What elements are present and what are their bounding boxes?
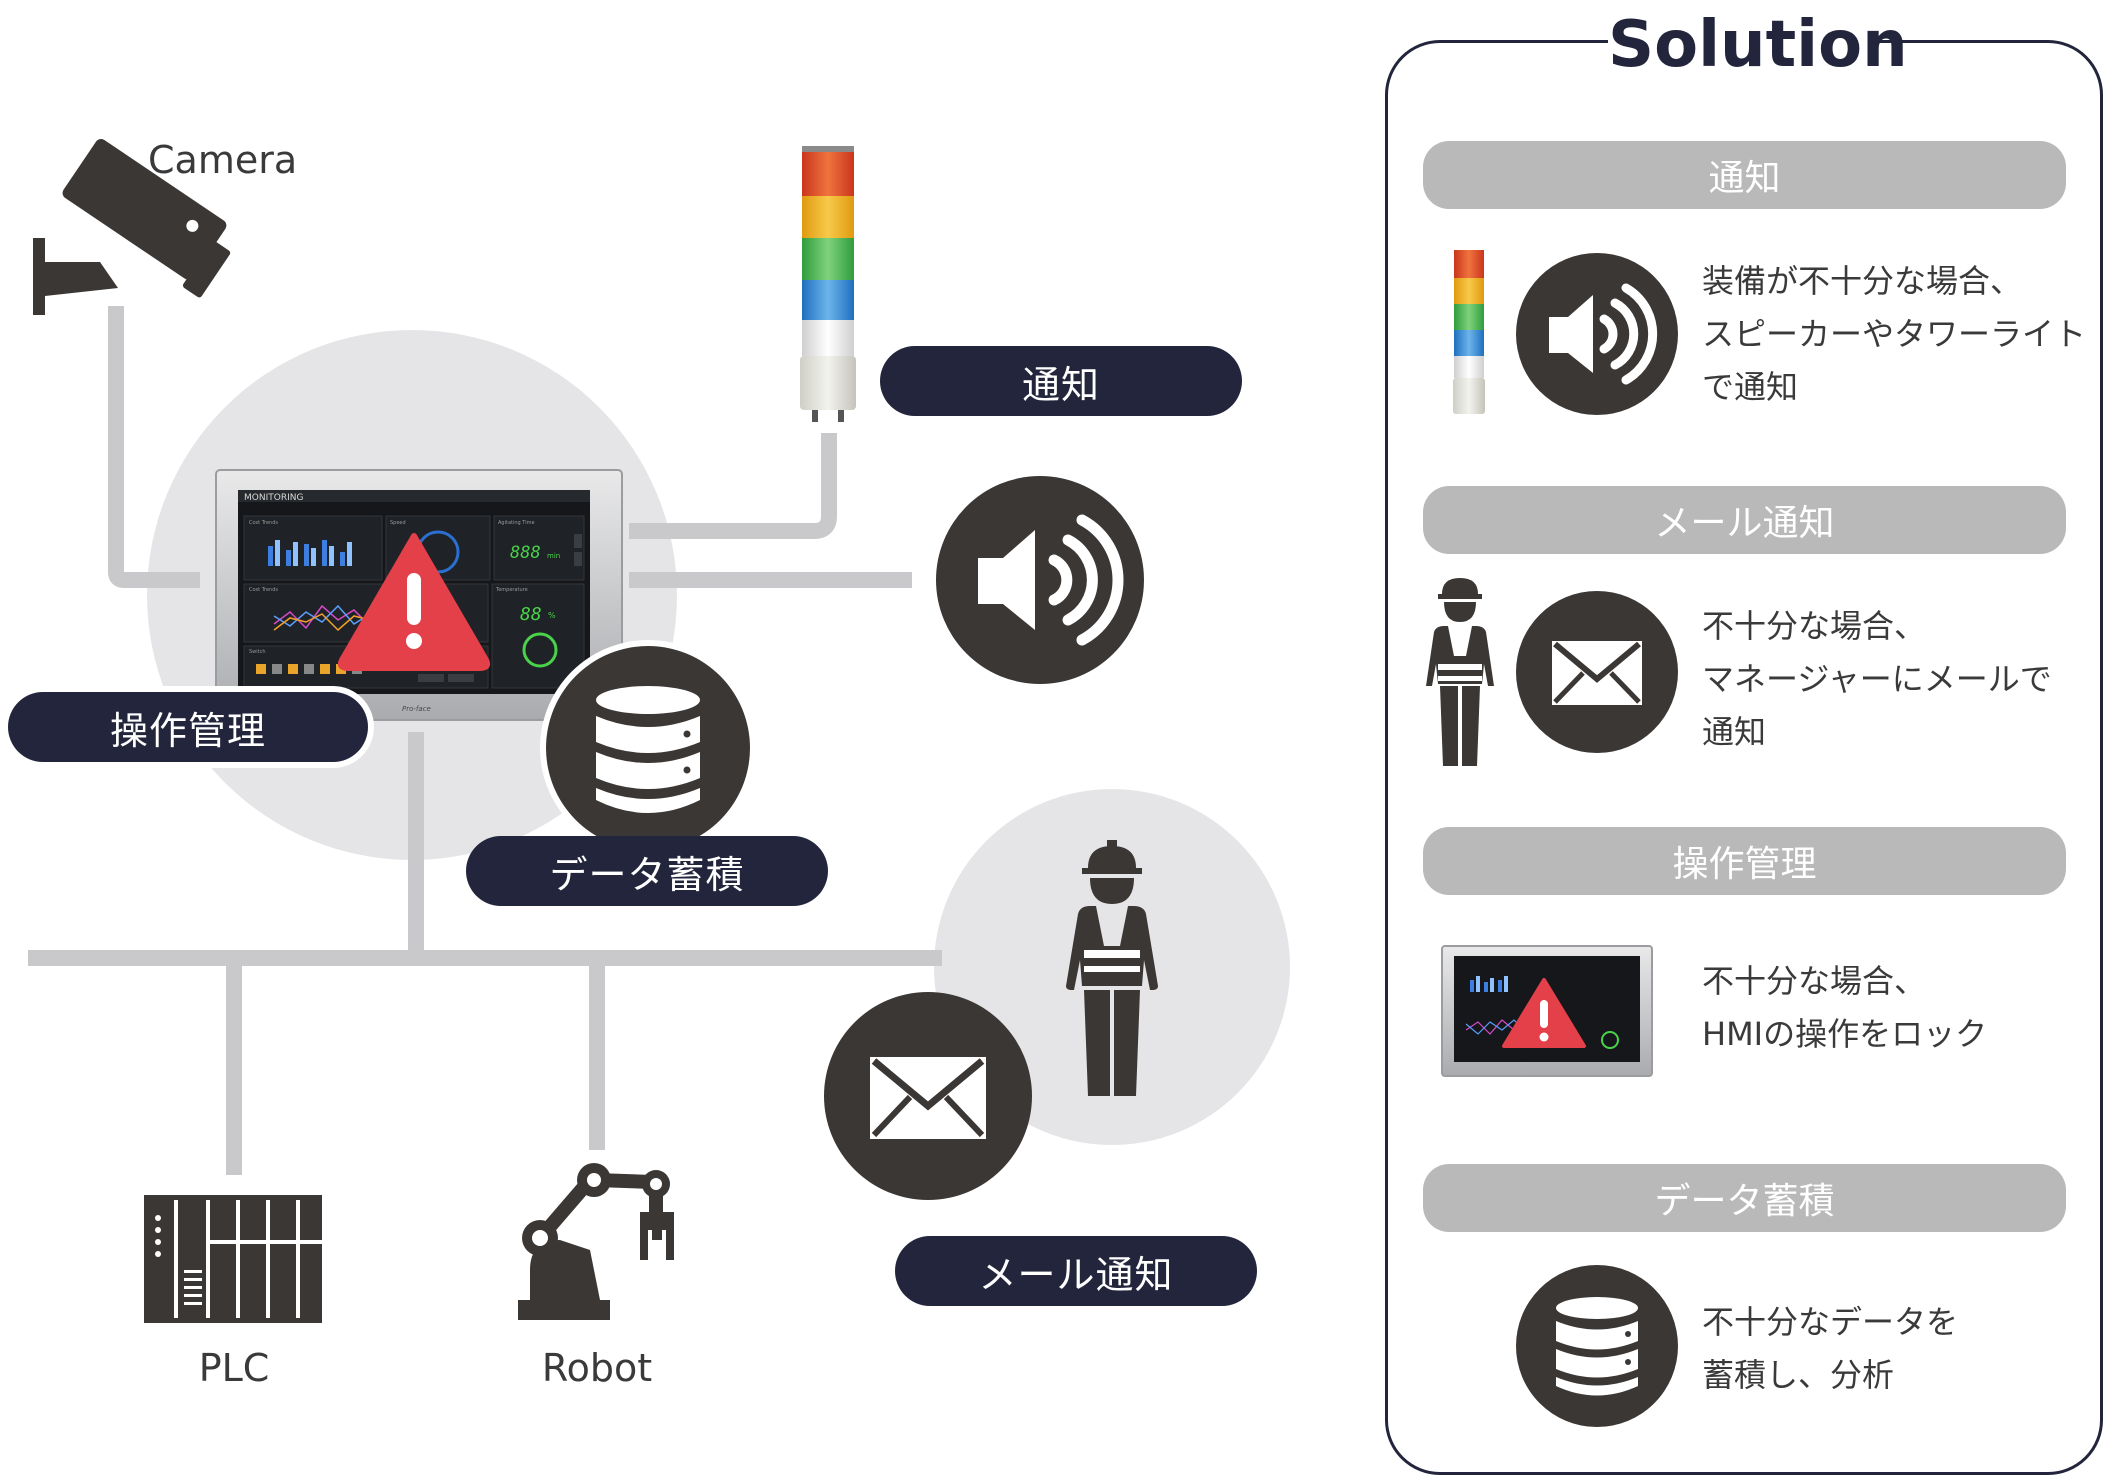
hmi-header-text: MONITORING <box>244 493 303 503</box>
solution-desc-line: マネージャーにメールで <box>1702 660 2052 698</box>
hmi-panel-title-5: Temperature <box>495 587 528 593</box>
hmi-panel-title-3: Agitating Time <box>498 520 535 526</box>
hmi-panel-title-4: Cost Trends <box>249 587 278 593</box>
notify-pill: 通知 <box>880 346 1242 416</box>
data-pill: データ蓄積 <box>466 836 828 906</box>
solution-desc-line: で通知 <box>1702 368 1799 406</box>
solution-speaker-icon <box>1516 253 1678 415</box>
camera-label: Camera <box>148 138 298 182</box>
hmi-brand: Pro-face <box>402 705 431 713</box>
robot-label: Robot <box>541 1346 653 1390</box>
solution-desc-operation: 不十分な場合、 HMIの操作をロック <box>1702 955 1987 1061</box>
robot-arm-icon <box>518 1163 674 1320</box>
solution-database-icon <box>1516 1265 1678 1427</box>
solution-worker-icon <box>1426 578 1494 766</box>
solution-desc-line: 通知 <box>1702 713 1767 751</box>
plc-icon <box>144 1195 322 1323</box>
solution-hmi-icon <box>1441 945 1653 1077</box>
solution-desc-data: 不十分なデータを 蓄積し、分析 <box>1702 1296 1958 1402</box>
hmi-panel-title-6: Switch <box>249 649 266 655</box>
solution-desc-line: 蓄積し、分析 <box>1702 1356 1895 1394</box>
solution-heading-operation: 操作管理 <box>1423 827 2066 895</box>
solution-desc-line: 不十分なデータを <box>1702 1303 1959 1341</box>
hmi-digit-unit: min <box>547 552 560 560</box>
database-icon <box>540 640 756 856</box>
operation-pill: 操作管理 <box>8 692 368 762</box>
solution-desc-line: スピーカーやタワーライト <box>1702 315 2087 353</box>
connection-lines <box>28 306 942 1175</box>
solution-mail-icon <box>1516 591 1678 753</box>
speaker-icon <box>936 476 1144 684</box>
solution-title: Solution <box>1608 5 1908 85</box>
solution-desc-line: 不十分な場合、 <box>1702 607 1927 645</box>
solution-heading-mail: メール通知 <box>1423 486 2066 554</box>
warning-icon <box>337 533 491 671</box>
mail-pill: メール通知 <box>895 1236 1257 1306</box>
mail-icon <box>824 992 1032 1200</box>
solution-desc-line: 装備が不十分な場合、 <box>1702 262 2023 300</box>
plc-label: PLC <box>198 1346 270 1390</box>
hmi-digit-time: 888 <box>510 543 541 563</box>
hmi-digit-temp: 88 <box>520 604 542 625</box>
solution-heading-data: データ蓄積 <box>1423 1164 2066 1232</box>
hmi-digit-pct: % <box>548 611 556 620</box>
hmi-panel-title-1: Cost Trends <box>249 520 278 526</box>
solution-tower-light-icon <box>1453 250 1485 414</box>
solution-desc-mail: 不十分な場合、 マネージャーにメールで 通知 <box>1702 600 2052 759</box>
camera-icon <box>33 138 231 315</box>
hmi-panel-title-2: Speed <box>390 520 406 526</box>
solution-desc-line: HMIの操作をロック <box>1702 1015 1988 1053</box>
tower-light-icon <box>800 146 856 422</box>
solution-heading-notify: 通知 <box>1423 141 2066 209</box>
solution-desc-notify: 装備が不十分な場合、 スピーカーやタワーライト で通知 <box>1702 255 2086 414</box>
solution-desc-line: 不十分な場合、 <box>1702 962 1927 1000</box>
worker-icon <box>1066 840 1158 1096</box>
